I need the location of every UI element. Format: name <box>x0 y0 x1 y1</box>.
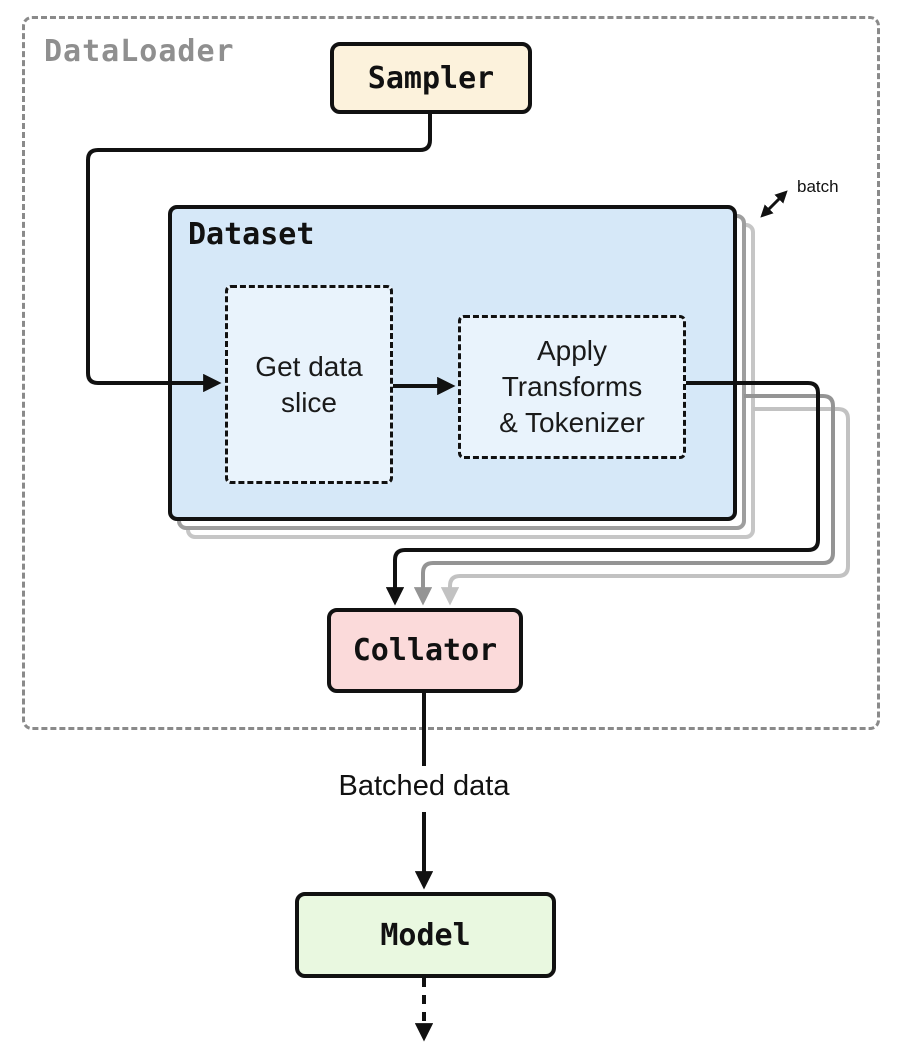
dataset-label: Dataset <box>188 217 315 252</box>
get-data-slice-label: Get data slice <box>255 350 363 418</box>
get-data-slice-node: Get data slice <box>225 285 393 484</box>
model-label: Model <box>380 917 471 953</box>
dataloader-container <box>22 16 880 730</box>
batch-label: batch <box>797 177 839 196</box>
apply-transforms-label: Apply Transforms & Tokenizer <box>499 335 645 438</box>
sampler-node: Sampler <box>330 42 532 114</box>
collator-label: Collator <box>352 633 498 668</box>
batched-data-label: Batched data <box>338 770 510 802</box>
sampler-label: Sampler <box>367 60 495 96</box>
dataloader-label: DataLoader <box>44 34 235 69</box>
collator-node: Collator <box>327 608 523 693</box>
model-node: Model <box>295 892 556 978</box>
apply-transforms-node: Apply Transforms & Tokenizer <box>458 315 686 459</box>
